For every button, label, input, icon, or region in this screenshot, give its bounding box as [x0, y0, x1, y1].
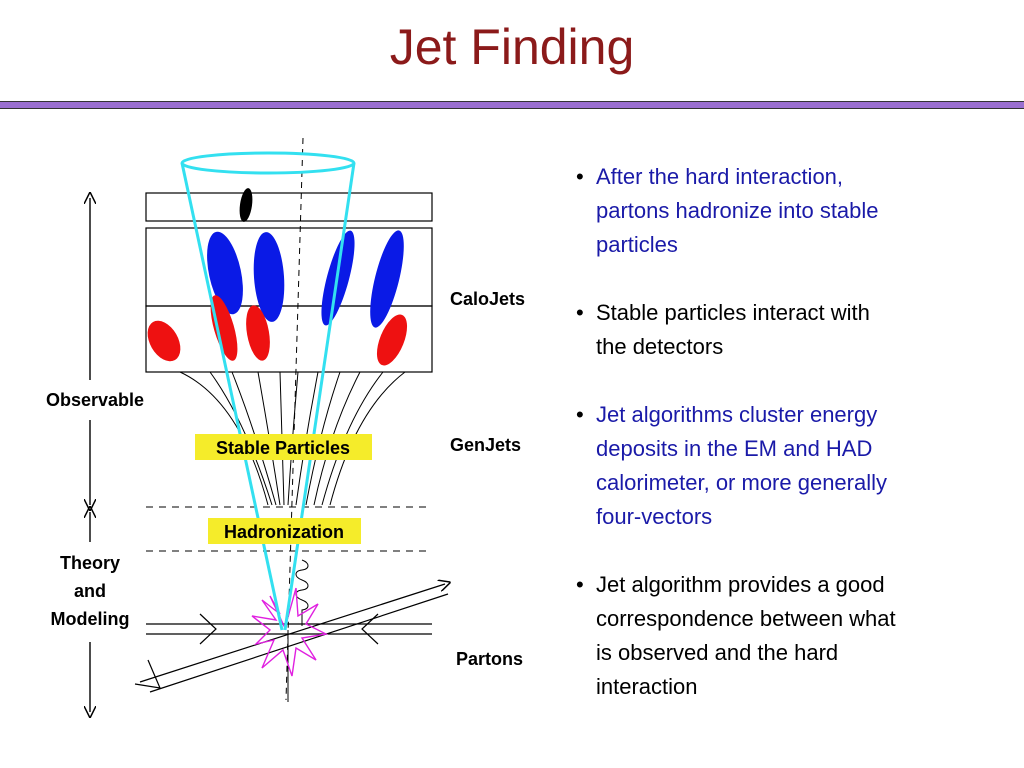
- hadronization-label: Hadronization: [224, 522, 344, 542]
- theory-label-line2: and: [74, 581, 106, 601]
- bullet-dot: •: [576, 300, 584, 325]
- stable-particles-highlight: [195, 434, 372, 460]
- bullet-line: correspondence between what: [596, 606, 896, 631]
- beam-arrow: [199, 613, 217, 645]
- had-deposit: [207, 231, 243, 315]
- bullet-line: calorimeter, or more generally: [596, 470, 888, 495]
- parton-arrow: [149, 593, 449, 693]
- em-deposit: [210, 295, 238, 361]
- jet-cone-top: [180, 151, 356, 175]
- jet-cone-edge: [180, 162, 284, 631]
- bullet-line: Stable particles interact with: [596, 300, 870, 325]
- jet-cone-edge: [283, 162, 356, 631]
- em-deposit: [246, 305, 270, 361]
- bullet-line: partons hadronize into stable: [596, 198, 879, 223]
- theory-label-line3: Modeling: [51, 609, 130, 629]
- genjets-label: GenJets: [450, 435, 521, 455]
- had-deposits: [207, 230, 404, 328]
- jet-axis-dashed: [285, 137, 304, 701]
- bullet-line: is observed and the hard: [596, 640, 839, 665]
- bullet-line: Jet algorithms cluster energy: [596, 402, 878, 427]
- hard-scatter-star: [251, 587, 329, 677]
- em-calorimeter-box: [145, 305, 433, 373]
- parton-arrow: [139, 584, 445, 683]
- bullet-line: deposits in the EM and HAD: [596, 436, 873, 461]
- hadronization-highlight: [208, 518, 361, 544]
- bullet-dot: •: [576, 164, 584, 189]
- bullet-item: • Jet algorithms cluster energy deposits…: [576, 398, 1016, 534]
- had-deposit: [370, 230, 404, 328]
- bullet-line: Jet algorithm provides a good: [596, 572, 885, 597]
- bullet-line: particles: [596, 232, 678, 257]
- title-divider: [0, 101, 1024, 109]
- stable-particles-label: Stable Particles: [216, 438, 350, 458]
- had-deposit: [253, 232, 285, 322]
- observable-label: Observable: [46, 390, 144, 410]
- tracker-box: [145, 192, 433, 222]
- theory-label-line1: Theory: [60, 553, 120, 573]
- beam-arrow: [361, 613, 379, 645]
- em-deposit: [147, 320, 181, 362]
- bullet-line: four-vectors: [596, 504, 713, 529]
- bullet-line: interaction: [596, 674, 698, 699]
- slide-title: Jet Finding: [389, 19, 635, 75]
- bullet-item: • After the hard interaction, partons ha…: [576, 160, 1016, 262]
- tracker-deposit: [239, 188, 253, 222]
- em-deposit: [376, 314, 408, 366]
- bullet-dot: •: [576, 402, 584, 427]
- bullet-line: After the hard interaction,: [596, 164, 844, 189]
- bullet-list: • After the hard interaction, partons ha…: [576, 160, 1016, 738]
- bullet-item: • Stable particles interact with the det…: [576, 296, 1016, 364]
- bullet-dot: •: [576, 572, 584, 597]
- bullet-item: • Jet algorithm provides a good correspo…: [576, 568, 1016, 704]
- calojets-label: CaloJets: [450, 289, 525, 309]
- parton-arrowhead: [134, 659, 161, 689]
- partons-label: Partons: [456, 649, 523, 669]
- bullet-line: the detectors: [596, 334, 724, 359]
- em-deposits: [147, 295, 408, 366]
- gluon-line: [295, 559, 309, 626]
